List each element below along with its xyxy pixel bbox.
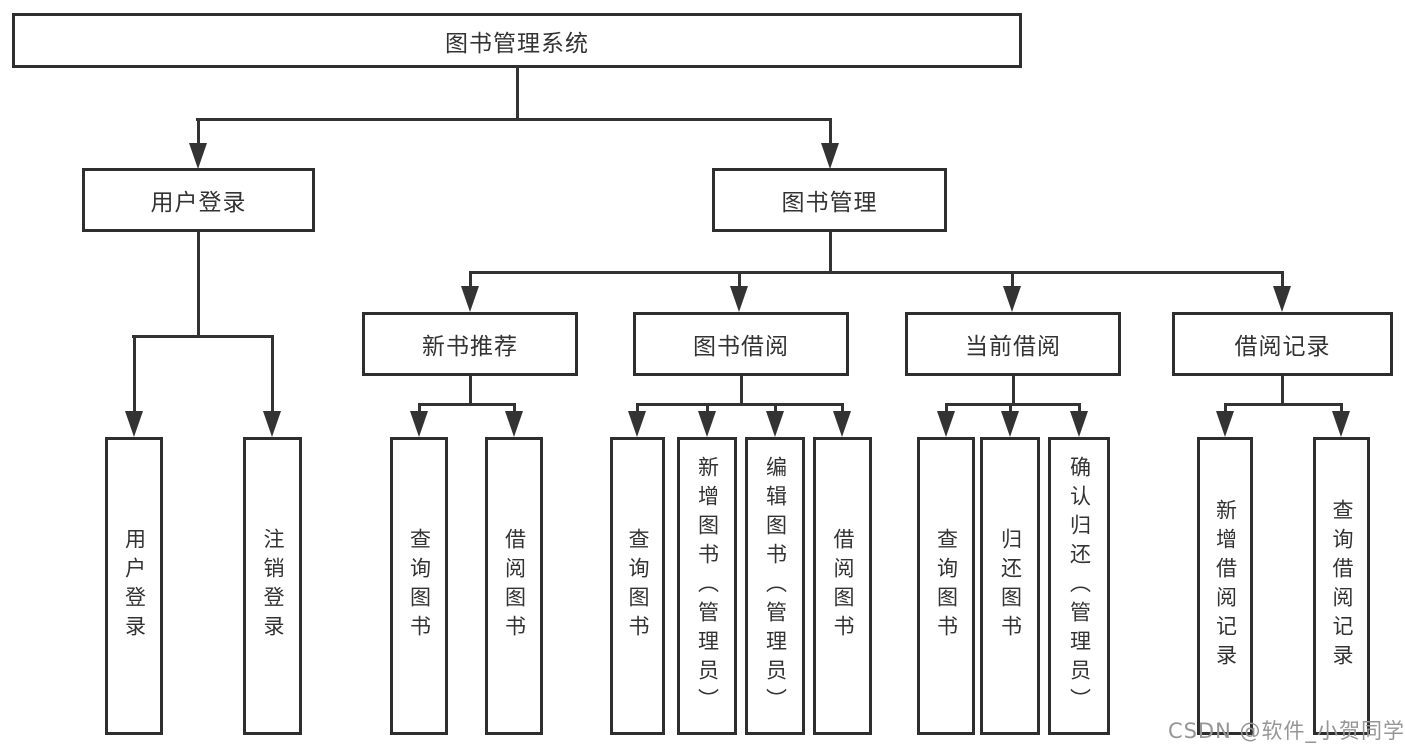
node-borrow-record-label: 借阅记录 (1234, 334, 1331, 360)
connector-root-stem (516, 66, 519, 120)
leaf-br-add-record: 新增借阅记录 (1197, 437, 1253, 735)
leaf-nb-borrow-book-label: 借阅图书 (502, 528, 527, 644)
leaf-logout-label: 注销登录 (261, 528, 285, 644)
arrow-down-icon (1332, 411, 1350, 437)
leaf-cb-return-book: 归还图书 (980, 437, 1040, 735)
node-root-label: 图书管理系统 (445, 30, 589, 57)
leaf-nb-query-book: 查询图书 (390, 437, 448, 735)
leaf-nb-query-book-label: 查询图书 (407, 528, 432, 644)
node-current-borrow-label: 当前借阅 (965, 334, 1061, 360)
leaf-cb-query-book-label: 查询图书 (934, 528, 959, 644)
connector-book-management-stem (829, 232, 832, 273)
connector-drop-leaf (706, 403, 709, 415)
leaf-bb-add-book-admin-label: 新增图书（管理员） (695, 455, 720, 717)
node-book-management: 图书管理 (712, 168, 947, 232)
connector-drop-leaf (418, 403, 421, 415)
leaf-user-login: 用户登录 (105, 437, 163, 735)
arrow-down-icon (1216, 411, 1234, 437)
arrow-down-icon (410, 411, 428, 437)
connector-user-login-split (132, 335, 274, 338)
connector-current-borrow-stem (1012, 376, 1015, 405)
node-current-borrow: 当前借阅 (905, 312, 1121, 376)
leaf-bb-edit-book-admin-label: 编辑图书（管理员） (763, 455, 788, 717)
leaf-bb-add-book-admin: 新增图书（管理员） (677, 437, 737, 735)
arrow-down-icon (766, 411, 784, 437)
leaf-logout: 注销登录 (243, 437, 302, 735)
node-borrow-record: 借阅记录 (1172, 312, 1393, 376)
leaf-cb-confirm-return-admin-label: 确认归还（管理员） (1067, 455, 1092, 717)
connector-new-book-split (418, 403, 516, 406)
arrow-down-icon (461, 286, 479, 312)
node-book-borrow-label: 图书借阅 (693, 334, 789, 360)
connector-drop-leaf (841, 403, 844, 415)
connector-borrow-record-split (1224, 403, 1343, 406)
connector-drop-level3 (469, 271, 472, 288)
node-new-book-recommend-label: 新书推荐 (422, 334, 518, 360)
connector-borrow-record-stem (1281, 376, 1284, 405)
arrow-down-icon (1001, 411, 1019, 437)
connector-drop-level3 (1281, 271, 1284, 288)
connector-drop-level3 (738, 271, 741, 288)
arrow-down-icon (189, 143, 207, 169)
connector-drop-leaf (945, 403, 948, 415)
arrow-down-icon (628, 411, 646, 437)
connector-book-borrow-split (636, 403, 844, 406)
node-user-login: 用户登录 (82, 168, 315, 232)
arrow-down-icon (125, 411, 143, 437)
leaf-bb-query-book-label: 查询图书 (626, 528, 650, 644)
connector-drop-leaf (636, 403, 639, 415)
arrow-down-icon (505, 411, 523, 437)
leaf-bb-edit-book-admin: 编辑图书（管理员） (745, 437, 805, 735)
node-root: 图书管理系统 (12, 13, 1022, 68)
connector-drop-level3 (1011, 271, 1014, 288)
node-user-login-label: 用户登录 (150, 190, 247, 216)
arrow-down-icon (1273, 286, 1291, 312)
connector-drop-leaf (774, 403, 777, 415)
node-new-book-recommend: 新书推荐 (362, 312, 578, 376)
leaf-bb-borrow-book: 借阅图书 (813, 437, 872, 735)
connector-level3-split (469, 271, 1284, 274)
connector-new-book-stem (469, 376, 472, 405)
connector-drop-book-management (829, 118, 832, 146)
leaf-br-add-record-label: 新增借阅记录 (1213, 499, 1238, 673)
connector-user-login-stem (197, 232, 200, 337)
connector-drop-leaf (1078, 403, 1081, 415)
node-book-management-label: 图书管理 (781, 190, 878, 216)
leaf-cb-return-book-label: 归还图书 (998, 528, 1023, 644)
leaf-nb-borrow-book: 借阅图书 (485, 437, 543, 735)
node-book-borrow: 图书借阅 (633, 312, 849, 376)
arrow-down-icon (1070, 411, 1088, 437)
connector-drop-leaf (271, 335, 274, 415)
arrow-down-icon (821, 143, 839, 169)
connector-drop-user-login (197, 118, 200, 146)
leaf-bb-borrow-book-label: 借阅图书 (831, 528, 855, 644)
connector-level2-split (196, 118, 832, 121)
arrow-down-icon (1003, 286, 1021, 312)
leaf-cb-confirm-return-admin: 确认归还（管理员） (1048, 437, 1110, 735)
connector-drop-leaf (1340, 403, 1343, 415)
connector-current-borrow-split (945, 403, 1081, 406)
arrow-down-icon (263, 411, 281, 437)
leaf-user-login-label: 用户登录 (122, 528, 147, 644)
leaf-br-query-record-label: 查询借阅记录 (1330, 499, 1354, 673)
arrow-down-icon (730, 286, 748, 312)
leaf-br-query-record: 查询借阅记录 (1313, 437, 1370, 735)
csdn-watermark: CSDN @软件_小贺同学 (1167, 719, 1405, 743)
arrow-down-icon (698, 411, 716, 437)
leaf-bb-query-book: 查询图书 (610, 437, 665, 735)
connector-drop-leaf (513, 403, 516, 415)
leaf-cb-query-book: 查询图书 (917, 437, 975, 735)
connector-drop-leaf (1009, 403, 1012, 415)
arrow-down-icon (833, 411, 851, 437)
arrow-down-icon (937, 411, 955, 437)
connector-drop-leaf (1224, 403, 1227, 415)
connector-book-borrow-stem (740, 376, 743, 405)
connector-drop-leaf (133, 335, 136, 415)
